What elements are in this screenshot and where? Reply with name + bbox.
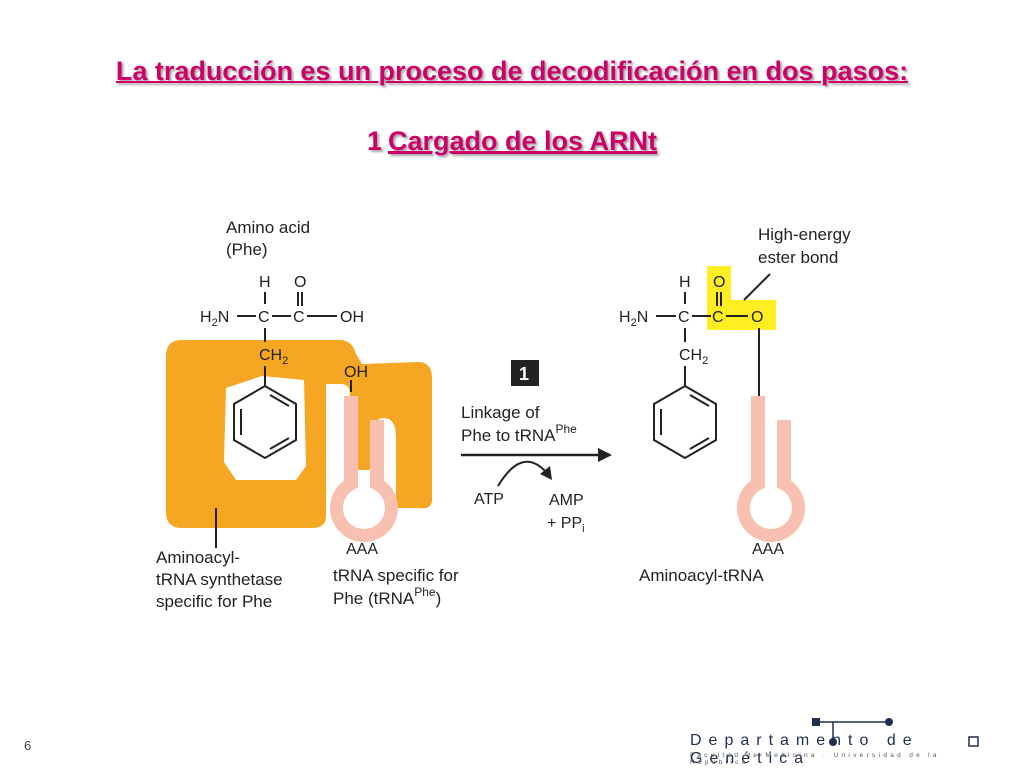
benzene-ring-left xyxy=(233,384,297,460)
step-number: 1 xyxy=(519,364,529,384)
atom-h2n-right: H2N xyxy=(619,309,648,329)
high-energy-label-1: High-energy xyxy=(758,225,851,244)
department-subtitle: Facultad de Medicina · Universidad de la… xyxy=(690,752,940,766)
atom-ch2-right: CH2 xyxy=(679,347,708,367)
atom-ch2-left: CH2 xyxy=(259,347,288,367)
anticodon-left: AAA xyxy=(346,541,378,558)
synthetase-label-1: Aminoacyl- xyxy=(156,548,240,567)
atom-carboxyl-c-right: C xyxy=(712,309,724,326)
subtitle-text: Cargado de los ARNt xyxy=(388,126,658,156)
aminoacyl-trna-label: Aminoacyl-tRNA xyxy=(639,566,764,585)
synthetase-label-3: specific for Phe xyxy=(156,592,272,611)
slide-number: 6 xyxy=(24,738,32,753)
department-logo: Departamento de Genética Facultad de Med… xyxy=(690,716,990,767)
atp-label: ATP xyxy=(474,491,504,508)
step-badge xyxy=(511,360,539,386)
department-name: Departamento de Genética xyxy=(690,732,919,767)
department-logo-mark xyxy=(812,718,979,747)
linkage-line-2: Phe to tRNAPhe xyxy=(461,422,577,445)
amino-acid-name: (Phe) xyxy=(226,240,268,259)
atom-alpha-c-right: C xyxy=(678,309,690,326)
enzyme-binding-pocket xyxy=(224,376,306,480)
trna-specific-label-2: Phe (tRNAPhe) xyxy=(333,585,441,608)
trna-specific-label-1: tRNA specific for xyxy=(333,566,459,585)
atom-oh-left: OH xyxy=(340,309,364,326)
atom-o-left: O xyxy=(294,274,306,291)
trna-oh-left: OH xyxy=(344,364,368,381)
amp-label: AMP xyxy=(549,492,584,509)
atom-h2n-left: H2N xyxy=(200,309,229,329)
atp-curved-arrow xyxy=(497,460,547,487)
ester-bond-highlight xyxy=(707,266,776,330)
linkage-line-1: Linkage of xyxy=(461,403,540,422)
atom-o-right: O xyxy=(713,274,725,291)
atom-carboxyl-c-left: C xyxy=(293,309,305,326)
atom-h-right: H xyxy=(679,274,691,291)
slide-title: La traducción es un proceso de decodific… xyxy=(115,56,909,86)
atom-h-left: H xyxy=(259,274,271,291)
high-energy-label-2: ester bond xyxy=(758,248,838,267)
atom-ester-o-right: O xyxy=(751,309,763,326)
trna-left xyxy=(330,396,398,542)
subtitle-number: 1 xyxy=(366,126,382,156)
benzene-ring-right xyxy=(653,384,717,460)
synthetase-label-2: tRNA synthetase xyxy=(156,570,283,589)
ppi-label: + PPi xyxy=(547,515,585,535)
amino-acid-label: Amino acid xyxy=(226,218,310,237)
atom-alpha-c-left: C xyxy=(258,309,270,326)
trna-right xyxy=(737,396,805,542)
anticodon-right: AAA xyxy=(752,541,784,558)
